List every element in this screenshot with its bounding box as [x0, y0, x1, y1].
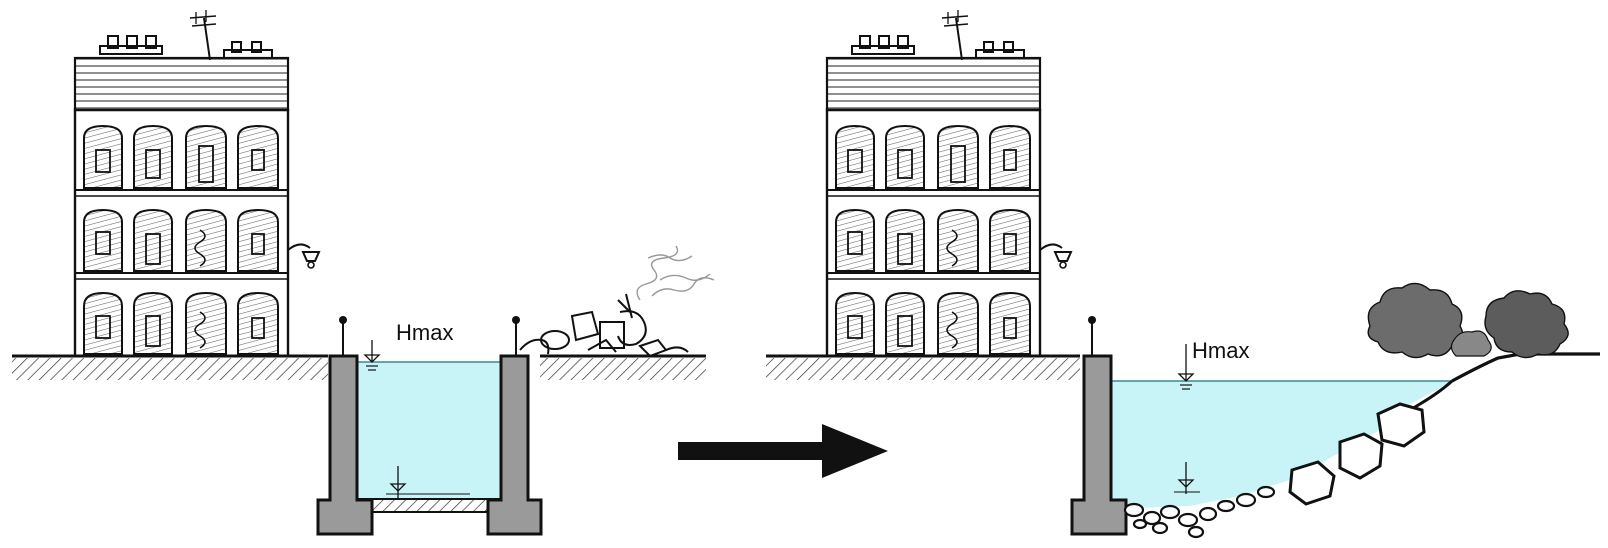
right-arrow-icon	[678, 424, 888, 478]
hmax-label-after: Hmax	[1192, 338, 1249, 363]
ground-hatch-right	[540, 358, 706, 380]
smoke	[636, 245, 715, 301]
hmax-marker-before: Hmax	[363, 320, 453, 371]
bollard-right-top	[512, 316, 520, 324]
water-channel	[357, 362, 501, 500]
panel-after: Hmax	[766, 8, 1600, 539]
bank-slope	[1409, 379, 1454, 412]
concrete-wall-right	[486, 354, 543, 536]
natural-bank	[1451, 352, 1600, 383]
water-pond	[1110, 381, 1452, 508]
pebbles	[1123, 485, 1276, 539]
ground-hatch-after	[766, 358, 1080, 380]
bollard-after-top	[1088, 316, 1096, 324]
concrete-wall-after	[1070, 354, 1128, 536]
low-water-marker-before	[386, 466, 470, 498]
vegetation	[1367, 282, 1569, 359]
channel-floor	[355, 498, 503, 513]
hmax-marker-after: Hmax	[1177, 338, 1249, 390]
building-after	[825, 8, 1073, 358]
building-before	[73, 8, 321, 358]
hmax-label-before: Hmax	[396, 320, 453, 345]
low-water-marker-after	[1174, 462, 1200, 494]
bollard-left-top	[339, 316, 347, 324]
rubbish-pile	[519, 293, 689, 358]
concrete-wall-left	[316, 354, 374, 536]
ground-hatch-left	[12, 358, 328, 380]
panel-before: Hmax	[12, 8, 715, 536]
boulders	[1288, 402, 1426, 506]
